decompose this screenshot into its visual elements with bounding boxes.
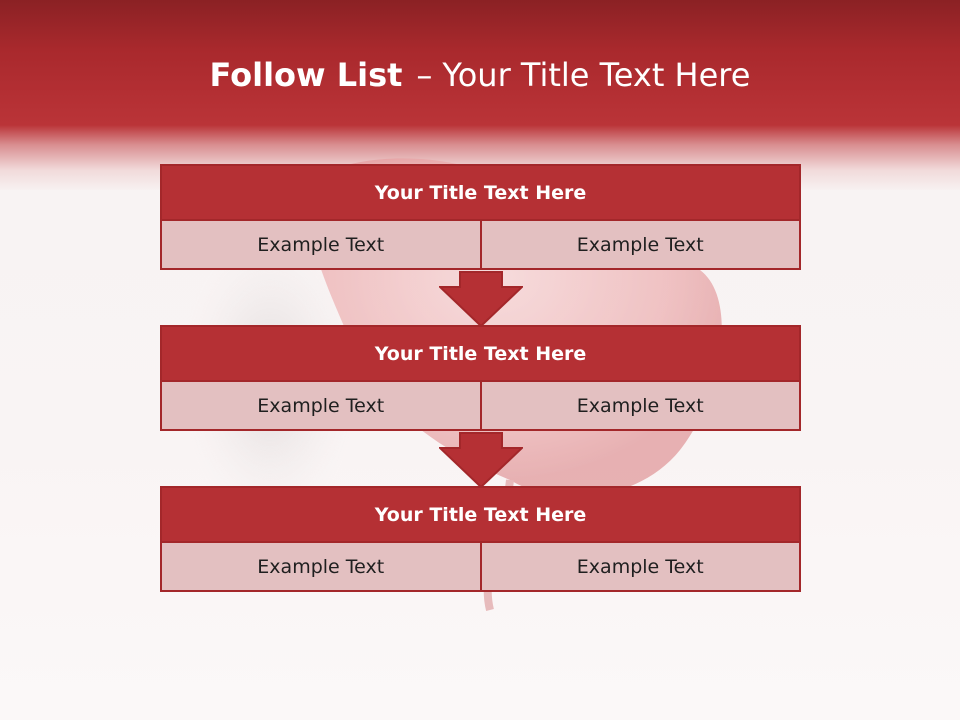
step-cell-right: Example Text bbox=[479, 221, 800, 268]
step-box-2: Your Title Text Here Example Text Exampl… bbox=[160, 325, 801, 431]
step-row: Example Text Example Text bbox=[162, 221, 799, 268]
step-cell-left: Example Text bbox=[257, 555, 385, 578]
slide-title-separator: – bbox=[416, 56, 433, 94]
step-title: Your Title Text Here bbox=[162, 327, 799, 382]
step-title: Your Title Text Here bbox=[162, 488, 799, 543]
down-arrow-icon bbox=[439, 432, 523, 488]
step-box-1: Your Title Text Here Example Text Exampl… bbox=[160, 164, 801, 270]
slide-title-bold: Follow List bbox=[209, 56, 403, 94]
step-row: Example Text Example Text bbox=[162, 382, 799, 429]
step-cell-left: Example Text bbox=[257, 233, 385, 256]
step-box-3: Your Title Text Here Example Text Exampl… bbox=[160, 486, 801, 592]
step-cell-left: Example Text bbox=[257, 394, 385, 417]
slide-title: Follow List–Your Title Text Here bbox=[0, 52, 960, 98]
slide-title-rest: Your Title Text Here bbox=[442, 56, 751, 94]
step-cell-right: Example Text bbox=[479, 382, 800, 429]
header-band bbox=[0, 0, 960, 190]
step-cell-right: Example Text bbox=[479, 543, 800, 590]
step-row: Example Text Example Text bbox=[162, 543, 799, 590]
down-arrow-icon bbox=[439, 271, 523, 327]
step-title: Your Title Text Here bbox=[162, 166, 799, 221]
